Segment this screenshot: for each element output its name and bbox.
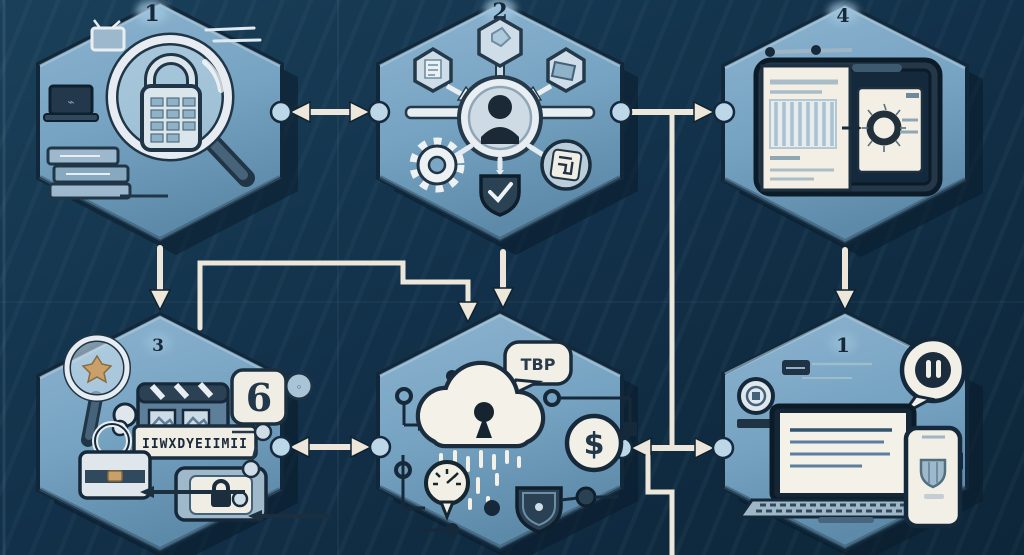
number-tile: 6: [230, 368, 288, 426]
laptop-icon-large: [737, 403, 949, 523]
keypad-grid: [150, 97, 196, 143]
tie-line-bottom-exit: [645, 453, 675, 555]
smartphone-icon: [903, 425, 963, 529]
chart-stripes: [774, 102, 834, 146]
gauge-icon: [424, 460, 470, 522]
briefcase-icon: [78, 421, 152, 500]
tablet-icon: [753, 57, 943, 197]
connector-node: [367, 100, 391, 124]
connector-node: [269, 100, 293, 124]
number-glow: [136, 0, 168, 24]
inner-arrows: [140, 486, 332, 522]
connector-node: [609, 100, 633, 124]
striped-chart: [769, 99, 837, 149]
small-magnifier-icon: [63, 334, 131, 447]
phone-caption: [924, 494, 944, 499]
badge-hexagon-left: [413, 46, 453, 94]
dark-shield-icon: [515, 486, 618, 534]
device-label-text: IIWXDYEIIMII: [142, 437, 248, 452]
screen-text-lines: [790, 428, 892, 468]
connector-node: [368, 435, 392, 459]
laptop-front-edge: [818, 517, 874, 523]
arrow-step1-step2: [288, 100, 372, 124]
connector-node: [269, 435, 293, 459]
step4-number: 4: [836, 5, 849, 27]
clip-detail: [765, 45, 853, 57]
briefcase-clasp: [107, 470, 123, 482]
report-card: [856, 86, 924, 174]
qr-circle-icon: [540, 139, 592, 191]
connectors: [148, 100, 857, 555]
arrow-elbow-step3-step5: [197, 260, 480, 331]
side-bars: [404, 105, 596, 120]
lens-gloss: [202, 59, 224, 93]
padlock-icon: [140, 53, 202, 152]
gem-glyph: [491, 26, 512, 48]
round-badge-icon: [737, 377, 779, 428]
step3-content: 6 ◦ IIWXDYEIIMII: [63, 334, 332, 522]
laptop-icon: ⌁: [43, 84, 99, 122]
badge-hexagon-right: [546, 46, 586, 94]
number-glow: [145, 333, 171, 353]
card-label: [906, 93, 919, 98]
donut-chart: [866, 110, 902, 146]
arrow-step2-step5: [491, 249, 515, 310]
small-badge-icon: [284, 371, 314, 401]
tv-icon: [90, 19, 126, 52]
arrow-step3-step5: [287, 435, 373, 459]
gear-icon: [409, 137, 465, 193]
arrow-step2-step4: [629, 100, 716, 124]
laptop-glyph: ⌁: [67, 95, 74, 109]
step6-content: [737, 336, 967, 529]
books-stack-icon: [46, 146, 132, 200]
small-badge-glyph: ◦: [296, 381, 303, 394]
step5-content: TBP: [394, 340, 637, 537]
bottom-dots: [420, 500, 500, 537]
arrow-step5-step6: [629, 436, 717, 460]
cloud-keyhole-icon: [415, 360, 546, 449]
clapper-stripes: [149, 381, 214, 401]
phone-shield-logo: [919, 458, 947, 489]
speed-lines: [204, 26, 262, 43]
magnifier-padlock-icon: [105, 32, 255, 187]
number-glow: [484, 0, 516, 22]
arrow-step1-step3: [148, 245, 172, 312]
maze-glyph: [557, 155, 574, 176]
step1-content: ⌁: [43, 19, 262, 200]
badge-hexagon-top: [477, 15, 523, 81]
step1-number: 1: [144, 1, 159, 27]
phone-side-button: [958, 452, 963, 470]
bubble-text: TBP: [521, 355, 556, 374]
step6-number: 1: [836, 333, 850, 357]
star-glyph: [81, 354, 113, 384]
doc-glyph: [424, 59, 442, 79]
shield-check-icon: [479, 170, 521, 217]
step3-number: 3: [152, 336, 164, 356]
number-glow: [828, 2, 858, 24]
user-avatar-icon: [457, 75, 543, 161]
tablet-camera-bar: [852, 64, 902, 72]
device-label-strip: IIWXDYEIIMII: [132, 424, 258, 460]
badge-label: [737, 419, 779, 428]
step4-content: [753, 45, 943, 197]
dollar-circle-icon: $: [564, 413, 624, 473]
radial-scribbles: [862, 103, 906, 152]
number-glow: [830, 333, 856, 353]
lock-coin-glyph: [915, 352, 951, 388]
tile-number: 6: [246, 375, 272, 420]
mini-lock: [211, 492, 231, 507]
page-arrow: [842, 123, 862, 133]
circuit-square: [623, 422, 637, 436]
card-glyph: [550, 60, 577, 82]
step2-content: [404, 15, 596, 217]
arrow-step4-step6: [833, 247, 857, 312]
connector-node: [711, 436, 735, 460]
connector-node: [712, 100, 736, 124]
keyhole: [474, 402, 494, 422]
page-document: [760, 64, 852, 192]
tag-detail: [782, 360, 872, 379]
currency-symbol: $: [584, 427, 605, 462]
